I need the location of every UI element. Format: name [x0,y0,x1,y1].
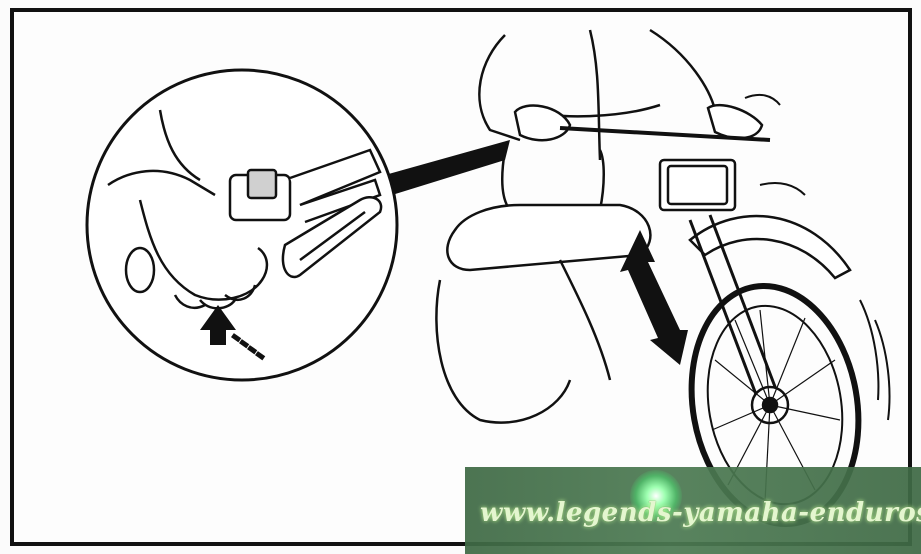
inset-pointer-beam [385,140,510,195]
motorcycle-icon [436,30,889,537]
watermark-text: www.legends-yamaha-enduros.com [480,498,910,528]
detail-inset [87,70,510,380]
